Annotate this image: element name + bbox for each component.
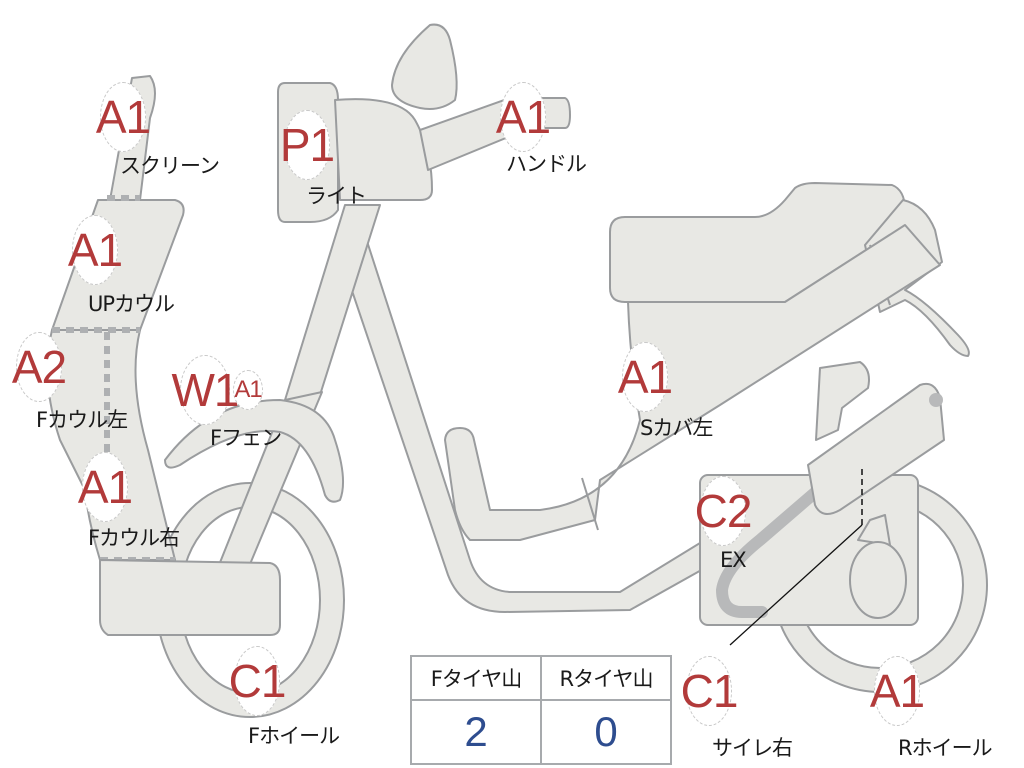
front-tire-header: Fタイヤ山 [410,655,542,701]
tire-table-value-row: 2 0 [410,699,672,765]
light-grade-badge[interactable]: P1 [280,110,335,180]
lower-cowl-shape [99,559,281,636]
silencer-leader [729,524,863,646]
f-cowl-right-label: Fカウル右 [88,526,180,550]
muffler-pipe [715,484,824,618]
silencer-right-grade-badge[interactable]: C1 [681,656,738,726]
front-fender-shape [164,399,345,503]
side-cover-left-label: Sカバ左 [640,416,713,440]
tire-tread-table: Fタイヤ山 Rタイヤ山 2 0 [410,655,672,765]
muffler-shape [807,382,945,515]
light-label: ライト [306,184,367,208]
side-cover-left-grade-badge[interactable]: A1 [618,342,673,412]
f-fender-grade-badge[interactable]: W1 [172,355,240,425]
mirror-shape [391,23,458,110]
r-wheel-label: Rホイール [898,736,993,760]
rear-shock-upper [815,361,870,441]
f-fender-label: Fフェン [210,426,282,450]
handle-grade-badge[interactable]: A1 [496,82,551,152]
up-cowl-label: UPカウル [88,292,175,316]
exhaust-label: EX [720,548,747,572]
screen-grade-badge[interactable]: A1 [96,82,151,152]
handle-label: ハンドル [506,152,587,176]
exhaust-grade-badge[interactable]: C2 [695,476,752,546]
r-wheel-grade-badge[interactable]: A1 [870,656,925,726]
silencer-right-label: サイレ右 [712,736,793,760]
front-tire-value: 2 [410,699,542,765]
f-cowl-left-label: Fカウル左 [36,408,128,432]
rear-hub-shape [849,541,907,619]
body-shape [444,224,941,541]
f-fender-grade-badge-2[interactable]: A1 [233,370,263,410]
rear-tire-value: 0 [540,699,672,765]
screen-label: スクリーン [120,154,220,178]
f-cowl-right-grade-badge[interactable]: A1 [78,452,133,522]
f-cowl-left-grade-badge[interactable]: A2 [12,332,67,402]
rear-tire-header: Rタイヤ山 [540,655,672,701]
up-cowl-grade-badge[interactable]: A1 [68,215,123,285]
f-wheel-grade-badge[interactable]: C1 [229,646,286,716]
f-wheel-label: Fホイール [248,724,340,748]
tire-table-header-row: Fタイヤ山 Rタイヤ山 [410,655,672,701]
